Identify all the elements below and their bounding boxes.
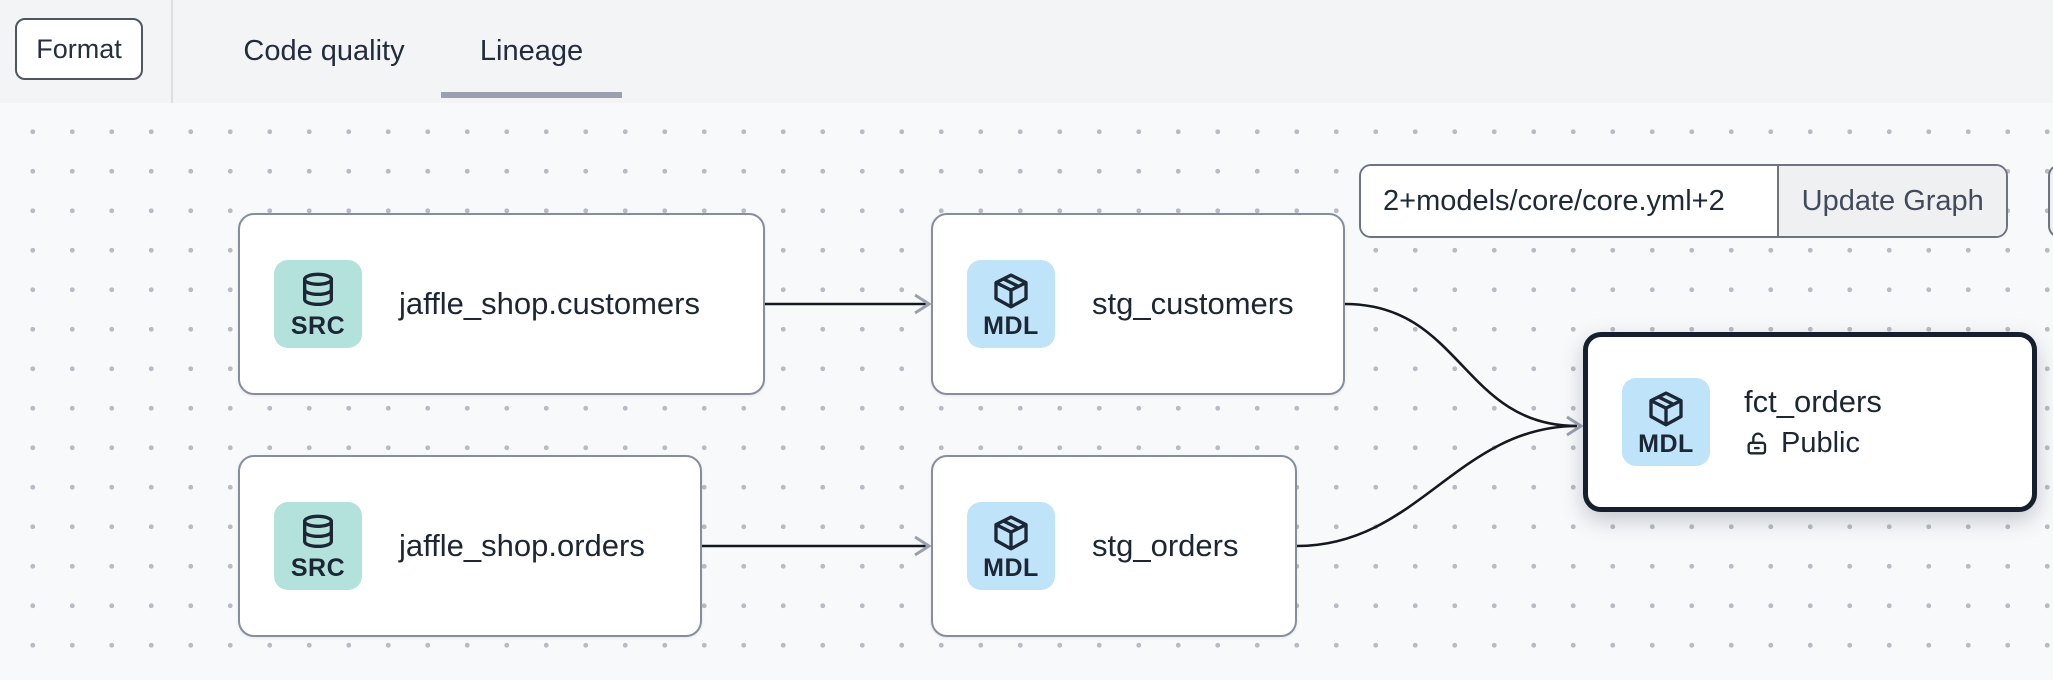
source-badge: SRC — [274, 502, 362, 590]
node-label: stg_customers — [1092, 286, 1294, 321]
cube-icon — [1649, 391, 1683, 426]
node-label: jaffle_shop.customers — [399, 286, 700, 321]
selector-input[interactable] — [1361, 166, 1778, 236]
model-badge: MDL — [967, 502, 1055, 590]
badge-label: MDL — [983, 311, 1039, 340]
source-badge: SRC — [274, 260, 362, 348]
database-icon — [303, 272, 333, 306]
toolbar: Format Code quality Lineage — [0, 0, 2053, 103]
access-row: Public — [1744, 427, 1882, 460]
node-stg-orders[interactable]: MDL stg_orders — [931, 455, 1297, 637]
model-badge: MDL — [967, 260, 1055, 348]
database-icon — [303, 514, 333, 548]
cropped-control-button[interactable] — [2048, 164, 2053, 238]
tab-code-quality[interactable]: Code quality — [243, 35, 405, 67]
lineage-controls: Update Graph — [1359, 164, 2008, 238]
badge-label: SRC — [290, 553, 346, 582]
toolbar-divider — [171, 0, 173, 103]
badge-label: MDL — [1638, 429, 1694, 458]
node-jaffle-shop-orders[interactable]: SRC jaffle_shop.orders — [238, 455, 702, 637]
cube-icon — [994, 515, 1028, 550]
format-button[interactable]: Format — [15, 18, 143, 80]
access-label: Public — [1781, 427, 1860, 459]
badge-label: MDL — [983, 553, 1039, 582]
node-jaffle-shop-customers[interactable]: SRC jaffle_shop.customers — [238, 213, 765, 395]
node-fct-orders[interactable]: MDL fct_orders Public — [1583, 332, 2037, 512]
node-stg-customers[interactable]: MDL stg_customers — [931, 213, 1345, 395]
badge-label: SRC — [290, 311, 346, 340]
node-label: jaffle_shop.orders — [399, 528, 645, 563]
cube-icon — [994, 273, 1028, 308]
tab-lineage[interactable]: Lineage — [441, 0, 622, 103]
node-label: fct_orders — [1744, 384, 1882, 419]
lock-open-icon — [1747, 432, 1767, 454]
node-label: stg_orders — [1092, 528, 1239, 563]
node-text: fct_orders Public — [1744, 384, 1882, 460]
model-badge: MDL — [1622, 378, 1710, 466]
update-graph-button[interactable]: Update Graph — [1777, 166, 2006, 236]
